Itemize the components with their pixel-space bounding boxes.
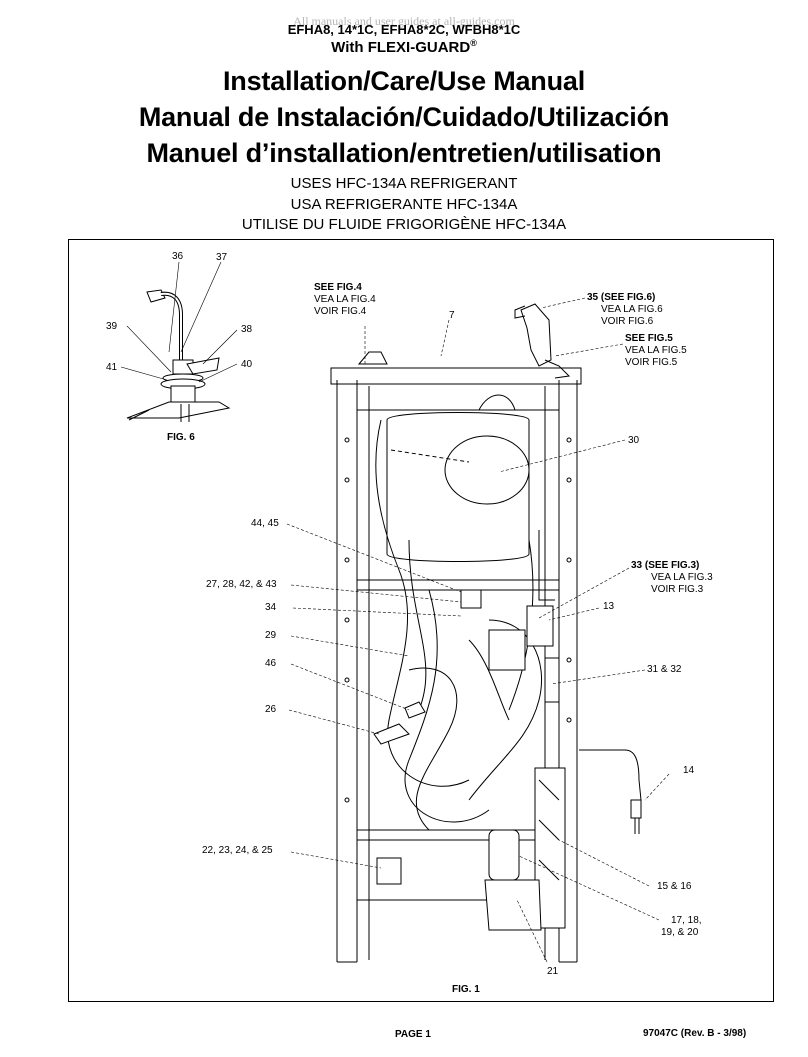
- callout-13: 13: [603, 601, 615, 612]
- see-fig6-fr: VOIR FIG.6: [601, 316, 654, 327]
- refrigerant-english: USES HFC-134A REFRIGERANT: [290, 175, 518, 192]
- watermark: All manuals and user guides at all-guide…: [293, 14, 515, 28]
- callout-35-see-fig6: 35 (SEE FIG.6) VEA LA FIG.6 VOIR FIG.6: [587, 292, 663, 328]
- subtitle-text: With FLEXI-GUARD: [331, 39, 471, 56]
- see-fig5-en: SEE FIG.5: [625, 333, 673, 344]
- callout-39: 39: [106, 321, 118, 332]
- model-numbers: EFHA8, 14*1C, EFHA8*2C, WFBH8*1C: [287, 22, 521, 37]
- callout-30: 30: [628, 435, 640, 446]
- see-fig6-es: VEA LA FIG.6: [601, 304, 663, 315]
- see-fig3-fr: VOIR FIG.3: [651, 584, 704, 595]
- callout-21: 21: [547, 966, 559, 977]
- callout-17-18: 17, 18,: [671, 915, 702, 926]
- fig6-drawing: [126, 289, 231, 422]
- refrigerant-spanish: USA REFRIGERANTE HFC-134A: [290, 196, 518, 213]
- see-fig4-en: SEE FIG.4: [314, 282, 362, 293]
- cabinet-frame: [330, 367, 582, 963]
- callout-38: 38: [241, 324, 253, 335]
- callout-7: 7: [449, 310, 455, 321]
- see-fig5-fr: VOIR FIG.5: [625, 357, 678, 368]
- see-fig3-en: 33 (SEE FIG.3): [631, 560, 700, 571]
- callout-31-32: 31 & 32: [647, 664, 682, 675]
- document-number: 97047C (Rev. B - 3/98): [643, 1028, 747, 1039]
- exploded-view-diagram: [120, 261, 670, 963]
- see-fig4-es: VEA LA FIG.4: [314, 294, 376, 305]
- callout-15-16: 15 & 16: [657, 881, 692, 892]
- callout-46: 46: [265, 658, 277, 669]
- see-fig3-es: VEA LA FIG.3: [651, 572, 713, 583]
- callout-37: 37: [216, 252, 228, 263]
- callout-29: 29: [265, 630, 277, 641]
- callout-14: 14: [683, 765, 695, 776]
- callout-19-20: 19, & 20: [661, 927, 699, 938]
- callout-44-45: 44, 45: [251, 518, 279, 529]
- title-french: Manuel d’installation/entretien/utilisat…: [146, 138, 662, 168]
- refrigerant-french: UTILISE DU FLUIDE FRIGORIGÈNE HFC-134A: [241, 216, 567, 233]
- callout-41: 41: [106, 362, 118, 373]
- fig6-caption: FIG. 6: [167, 432, 195, 443]
- callout-27-28-42-43: 27, 28, 42, & 43: [206, 579, 277, 590]
- callout-22-23-24-25: 22, 23, 24, & 25: [202, 845, 273, 856]
- callout-34: 34: [265, 602, 277, 613]
- subtitle: With FLEXI-GUARD®: [0, 38, 808, 56]
- page-number: PAGE 1: [395, 1029, 431, 1040]
- registered-mark: ®: [470, 38, 477, 48]
- callout-33-see-fig3: 33 (SEE FIG.3) VEA LA FIG.3 VOIR FIG.3: [631, 560, 713, 596]
- see-fig5-es: VEA LA FIG.5: [625, 345, 687, 356]
- callout-26: 26: [265, 704, 277, 715]
- callout-17-18-19-20: 17, 18, 19, & 20: [661, 915, 702, 939]
- title-spanish: Manual de Instalación/Cuidado/Utilizació…: [138, 102, 670, 132]
- callout-see-fig4: SEE FIG.4 VEA LA FIG.4 VOIR FIG.4: [314, 282, 376, 318]
- cooling-tank: [386, 394, 530, 562]
- callout-see-fig5: SEE FIG.5 VEA LA FIG.5 VOIR FIG.5: [625, 333, 687, 369]
- title-english: Installation/Care/Use Manual: [223, 66, 585, 96]
- see-fig6-en: 35 (SEE FIG.6): [587, 292, 656, 303]
- callout-36: 36: [172, 251, 184, 262]
- fig1-caption: FIG. 1: [452, 984, 480, 995]
- components: [373, 589, 642, 931]
- callout-40: 40: [241, 359, 253, 370]
- see-fig4-fr: VOIR FIG.4: [314, 306, 367, 317]
- figure-frame: 36 37 39 38 41 40 FIG. 6 SEE FIG.4 VEA L…: [68, 239, 774, 1002]
- top-fixtures: [357, 303, 571, 379]
